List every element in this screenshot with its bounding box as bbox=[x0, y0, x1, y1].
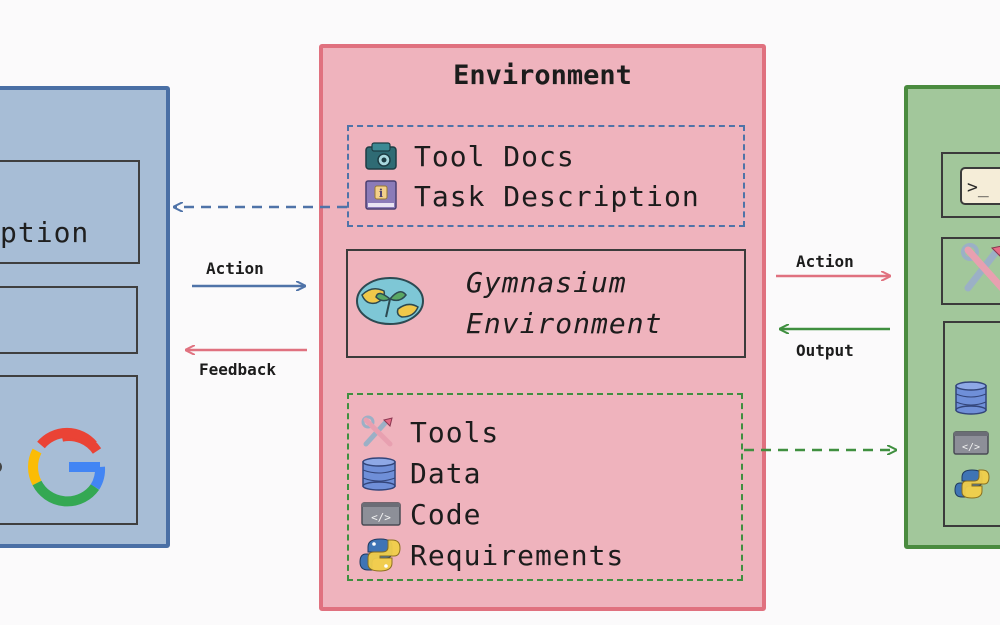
svg-text:</>: </> bbox=[962, 442, 980, 453]
tool-docs-label: Tool Docs bbox=[414, 140, 575, 173]
code-icon: </> bbox=[361, 502, 401, 526]
right-tools-icon bbox=[961, 243, 1000, 292]
gymnasium-label-line2: Environment bbox=[466, 307, 663, 340]
resources-dashed-box bbox=[347, 393, 743, 581]
left-action-label: Action bbox=[206, 259, 264, 278]
info-dashed-box bbox=[347, 125, 745, 227]
environment-title: Environment bbox=[453, 60, 632, 91]
agent-description-text: ption bbox=[0, 216, 90, 249]
python-icon bbox=[359, 538, 401, 572]
requirements-label: Requirements bbox=[410, 539, 625, 572]
agent-middle-box bbox=[0, 286, 138, 354]
svg-text:>_: >_ bbox=[967, 177, 989, 198]
right-action-label: Action bbox=[796, 252, 854, 271]
terminal-icon: >_ bbox=[960, 167, 1000, 205]
svg-text:i: i bbox=[379, 187, 383, 200]
right-code-icon: </> bbox=[953, 431, 989, 455]
right-python-icon bbox=[954, 469, 990, 499]
gymnasium-label-line1: Gymnasium bbox=[466, 266, 627, 299]
earth-plant-icon bbox=[356, 277, 424, 325]
right-database-icon bbox=[955, 381, 987, 415]
data-label: Data bbox=[410, 457, 482, 490]
code-label: Code bbox=[410, 498, 482, 531]
left-feedback-label: Feedback bbox=[199, 360, 277, 379]
tools-label: Tools bbox=[410, 416, 500, 449]
agent-description-box bbox=[0, 160, 140, 264]
task-description-label: Task Description bbox=[414, 180, 700, 213]
database-icon bbox=[362, 457, 396, 491]
right-output-label: Output bbox=[796, 341, 854, 360]
task-description-icon: i bbox=[365, 180, 397, 210]
google-icon bbox=[28, 427, 106, 510]
gymnasium-box bbox=[346, 249, 746, 358]
tool-docs-icon bbox=[365, 142, 397, 170]
tools-icon bbox=[361, 415, 393, 447]
svg-text:</>: </> bbox=[371, 511, 391, 524]
partial-left-icon bbox=[0, 462, 2, 472]
